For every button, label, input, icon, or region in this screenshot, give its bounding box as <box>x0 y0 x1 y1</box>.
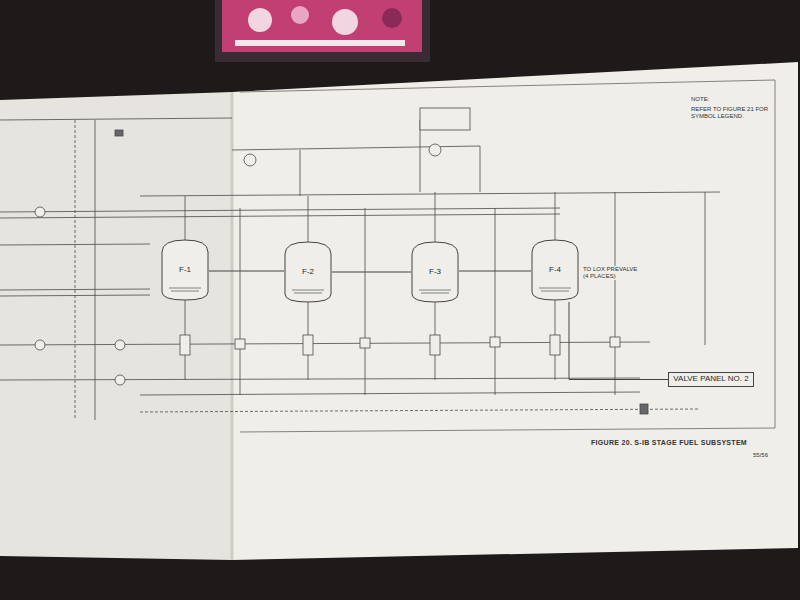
page-number: 55/56 <box>752 452 769 459</box>
tank-label: F-3 <box>429 268 441 277</box>
figure-caption: FIGURE 20. S-IB STAGE FUEL SUBSYSTEM <box>590 439 748 447</box>
fuel-tank: F-4 <box>531 238 579 302</box>
valve-panel: VALVE PANEL NO. 2 <box>668 372 754 387</box>
panel-label: VALVE PANEL NO. 2 <box>673 375 748 384</box>
fuel-line <box>209 271 284 272</box>
note-text: REFER TO FIGURE 21 FOR SYMBOL LEGEND. <box>690 106 770 120</box>
tank-label: F-1 <box>179 266 191 275</box>
fuel-line <box>569 302 668 380</box>
note-text: NOTE: <box>690 96 710 103</box>
fuel-line <box>332 272 411 273</box>
fuel-tank: F-2 <box>284 240 332 304</box>
fuel-line <box>459 271 531 272</box>
tank-label: F-2 <box>302 268 314 277</box>
fuel-tank: F-3 <box>411 240 459 304</box>
fuel-tank: F-1 <box>161 238 209 302</box>
tank-label: F-4 <box>549 266 561 275</box>
note-text: TO LOX PREVALVE (4 PLACES) <box>582 266 644 280</box>
